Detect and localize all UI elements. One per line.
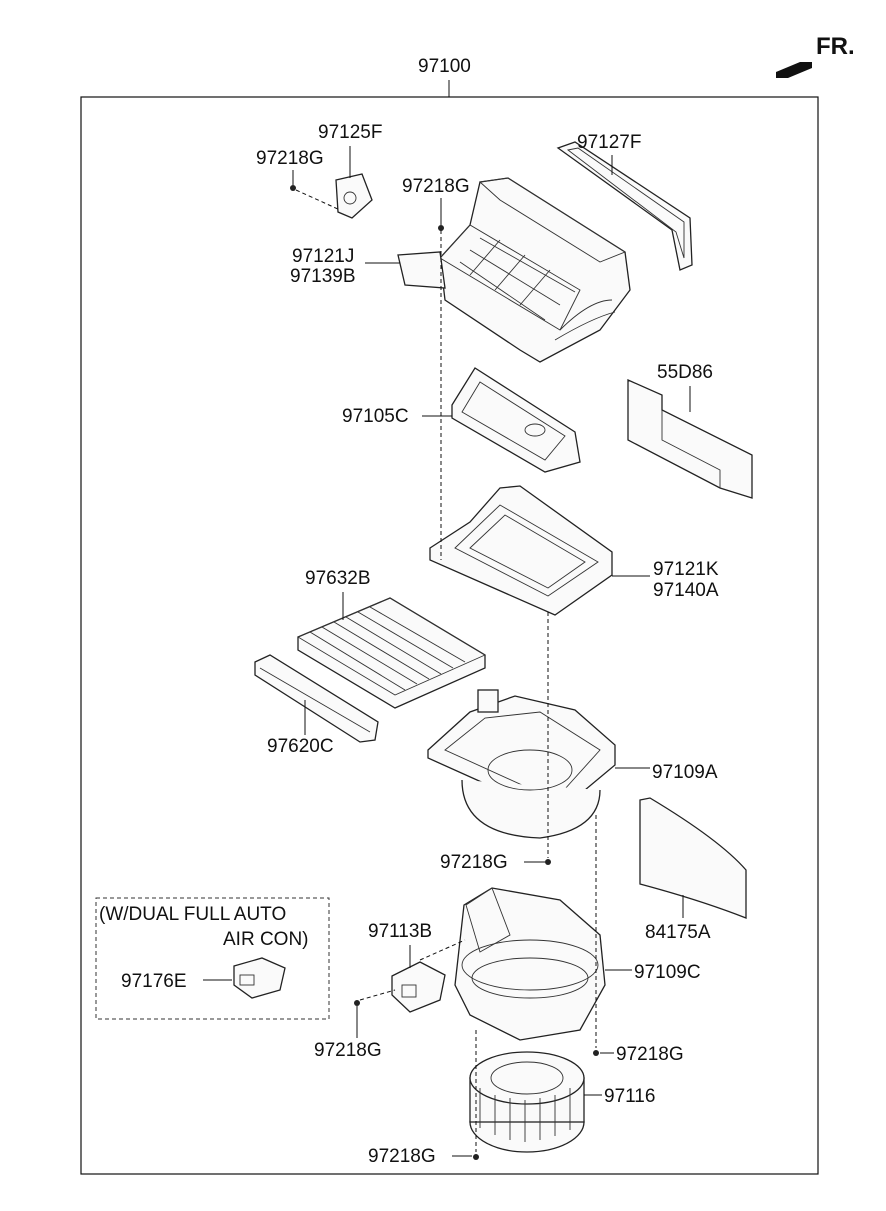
screw-icon xyxy=(545,859,551,865)
label-55D86: 55D86 xyxy=(657,362,713,383)
label-97109C: 97109C xyxy=(634,962,701,983)
label-97125F: 97125F xyxy=(318,122,382,143)
actuator-97125F xyxy=(295,173,373,219)
label-97620C: 97620C xyxy=(267,736,334,757)
lower-case-97109A xyxy=(427,689,616,839)
blower-case-97109C xyxy=(454,887,606,1041)
label-97116: 97116 xyxy=(604,1086,655,1107)
assembly-frame xyxy=(80,96,819,1175)
pad-55D86 xyxy=(627,379,753,499)
screw-icon xyxy=(438,225,444,231)
label-97632B: 97632B xyxy=(305,568,371,589)
pad-84175A xyxy=(639,797,747,919)
label-97139B: 97139B xyxy=(290,266,356,287)
screw-icon xyxy=(290,185,296,191)
filter-frame-97121K xyxy=(429,485,613,616)
label-97100: 97100 xyxy=(418,56,471,77)
label-97176E: 97176E xyxy=(121,971,187,992)
label-97127F: 97127F xyxy=(577,132,641,153)
option-box xyxy=(95,897,330,1020)
option-box-line2: AIR CON) xyxy=(223,929,309,950)
alignment-line xyxy=(419,939,466,961)
cover-97105C xyxy=(451,367,581,473)
label-97218G: 97218G xyxy=(402,176,470,197)
label-97109A: 97109A xyxy=(652,762,718,783)
screw-icon xyxy=(593,1050,599,1056)
label-97121K: 97121K xyxy=(653,559,719,580)
alignment-line xyxy=(359,989,396,1001)
front-arrow-icon xyxy=(776,62,812,78)
label-97218G: 97218G xyxy=(440,852,508,873)
label-97113B: 97113B xyxy=(368,921,432,942)
seal-97127F xyxy=(556,141,693,271)
label-97140A: 97140A xyxy=(653,580,719,601)
label-97105C: 97105C xyxy=(342,406,409,427)
label-97218G: 97218G xyxy=(314,1040,382,1061)
cover-97620C xyxy=(254,654,379,743)
blower-motor-97116 xyxy=(469,1051,585,1153)
option-box-line1: (W/DUAL FULL AUTO xyxy=(99,904,286,925)
resistor-97113B xyxy=(391,961,446,1013)
label-97218G: 97218G xyxy=(256,148,324,169)
screw-icon xyxy=(354,1000,360,1006)
air-filter-97632B xyxy=(297,597,486,709)
label-84175A: 84175A xyxy=(645,922,711,943)
screw-icon xyxy=(473,1154,479,1160)
label-97218G: 97218G xyxy=(368,1146,436,1167)
sensor-97176E xyxy=(233,957,286,999)
front-direction-label: FR. xyxy=(816,33,855,60)
label-97121J: 97121J xyxy=(292,246,354,267)
label-97218G: 97218G xyxy=(616,1044,684,1065)
intake-duct-case xyxy=(397,177,631,363)
